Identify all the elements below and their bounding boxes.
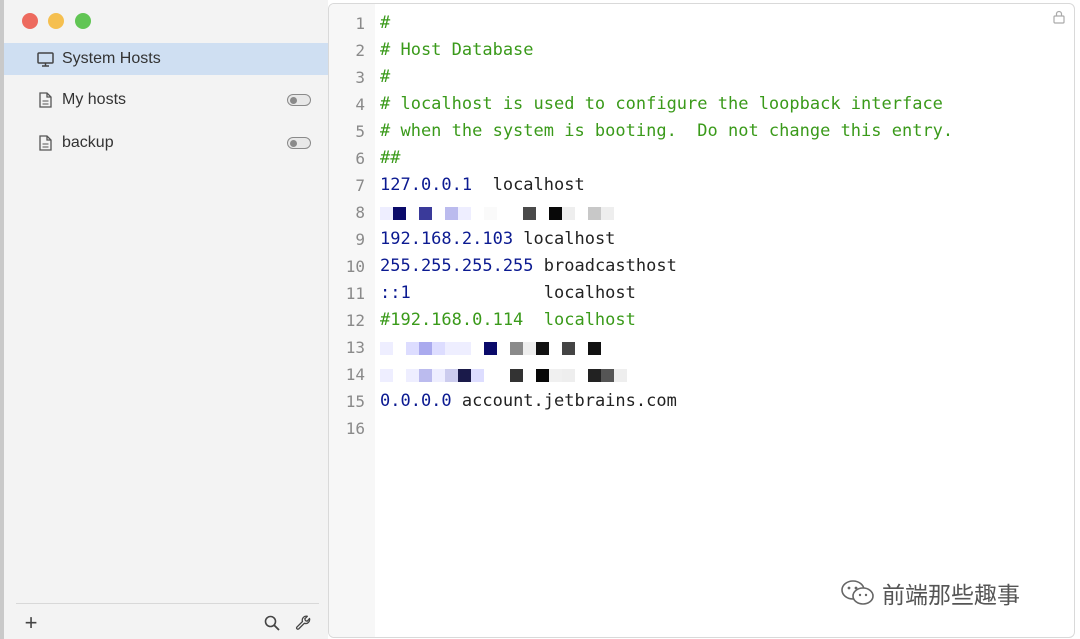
wechat-icon [841, 580, 874, 605]
settings-button[interactable] [292, 612, 314, 634]
ip-address: 192.168.2.103 [380, 229, 514, 249]
line-number: 9 [355, 230, 365, 249]
line-number: 2 [355, 41, 365, 60]
redacted-mosaic [380, 203, 614, 223]
sidebar-item-system-hosts[interactable]: System Hosts [4, 43, 328, 75]
line-text: ## [380, 148, 401, 168]
line-number: 5 [355, 122, 365, 141]
line-number: 13 [345, 338, 365, 357]
hostname: broadcasthost [533, 256, 677, 276]
watermark: 前端那些趣事 [840, 576, 1020, 610]
line-text: # when the system is booting. Do not cha… [380, 121, 954, 141]
left-window-edge [0, 0, 4, 639]
line-number: 15 [345, 392, 365, 411]
code-line: 8 [329, 199, 614, 226]
line-number-gutter [329, 4, 375, 637]
line-text: # [380, 13, 391, 33]
document-icon [36, 91, 54, 109]
line-number: 7 [355, 176, 365, 195]
sidebar: System Hosts My hosts backup + [4, 0, 328, 639]
ip-address: ::1 [380, 283, 411, 303]
code-line: 13 [329, 334, 601, 361]
hostname: localhost [513, 229, 616, 249]
document-icon [36, 134, 54, 152]
line-number: 8 [355, 203, 365, 222]
footer-divider [16, 603, 319, 604]
line-number: 4 [355, 95, 365, 114]
line-number: 14 [345, 365, 365, 384]
lock-icon[interactable] [1052, 10, 1066, 24]
search-button[interactable] [261, 612, 283, 634]
my-hosts-toggle[interactable] [287, 94, 311, 106]
ip-address: 0.0.0.0 [380, 391, 452, 411]
line-text: # localhost is used to configure the loo… [380, 94, 943, 114]
line-text: # Host Database [380, 40, 534, 60]
line-number: 16 [345, 419, 365, 438]
zoom-window-button[interactable] [75, 13, 91, 29]
line-number: 10 [345, 257, 365, 276]
ip-address: 127.0.0.1 [380, 175, 473, 195]
ip-address: 255.255.255.255 [380, 256, 534, 276]
line-text: # [380, 67, 391, 87]
hostname: account.jetbrains.com [451, 391, 677, 411]
redacted-mosaic [380, 365, 627, 385]
code-line: 14 [329, 361, 627, 388]
monitor-icon [36, 50, 54, 68]
line-number: 12 [345, 311, 365, 330]
sidebar-item-backup[interactable]: backup [4, 127, 328, 159]
hosts-editor[interactable]: 1 # 2 # Host Database 3 # 4 # localhost is u… [328, 3, 1075, 638]
line-number: 11 [345, 284, 365, 303]
line-number: 3 [355, 68, 365, 87]
add-icon: + [24, 610, 38, 635]
line-number: 1 [355, 14, 365, 33]
close-window-button[interactable] [22, 13, 38, 29]
hostname: localhost [472, 175, 585, 195]
line-number: 6 [355, 149, 365, 168]
add-hosts-button[interactable]: + [20, 610, 42, 635]
backup-toggle[interactable] [287, 137, 311, 149]
sidebar-item-label: backup [62, 134, 114, 151]
line-text: #192.168.0.114 localhost [380, 310, 636, 330]
sidebar-item-label: System Hosts [62, 50, 161, 67]
watermark-text: 前端那些趣事 [882, 583, 1020, 609]
minimize-window-button[interactable] [48, 13, 64, 29]
redacted-mosaic [380, 338, 601, 358]
sidebar-item-my-hosts[interactable]: My hosts [4, 84, 328, 116]
hostname: localhost [410, 283, 636, 303]
wrench-icon [295, 615, 311, 630]
search-icon [264, 615, 280, 631]
sidebar-item-label: My hosts [62, 91, 127, 108]
